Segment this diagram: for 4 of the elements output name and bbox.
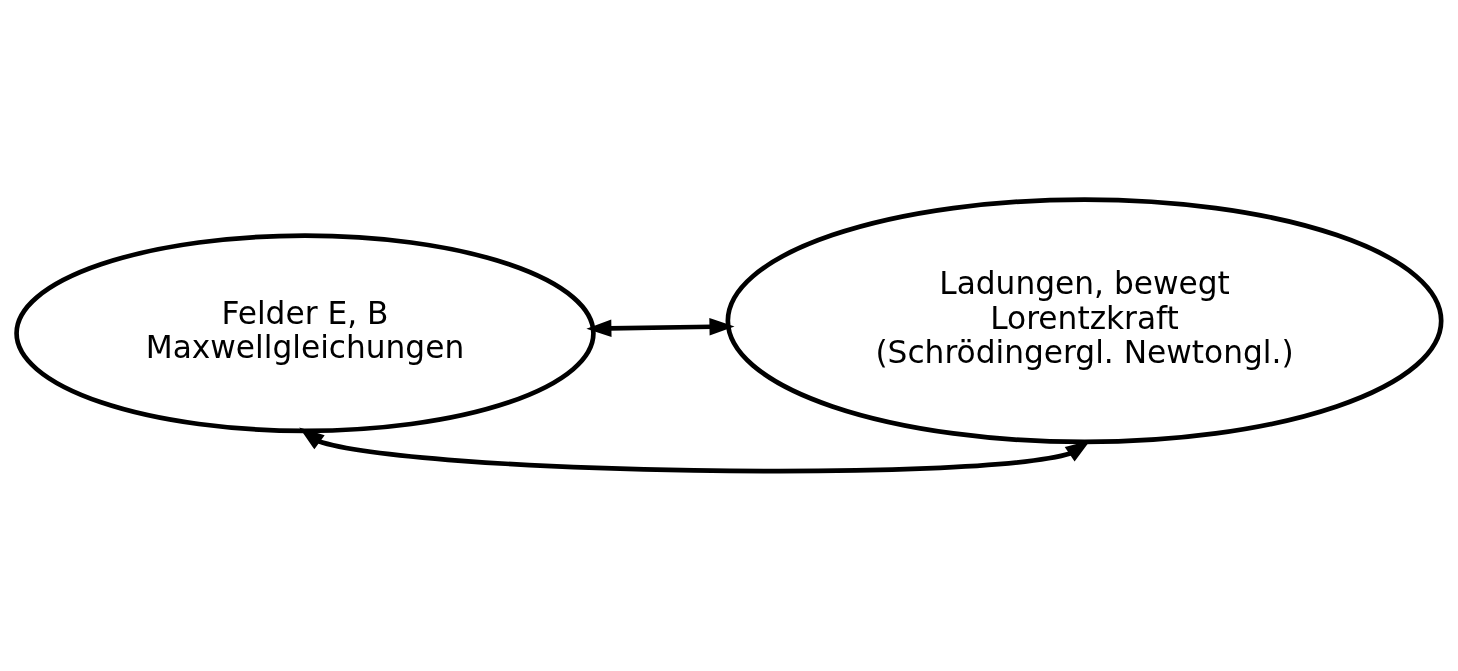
arrow [586, 318, 735, 338]
node-ellipse: Felder E, B Maxwellgleichungen [14, 233, 596, 434]
node-ellipse: Ladungen, bewegt Lorentzkraft (Schrödingergl. Newtongl.) [725, 197, 1444, 445]
arrow [299, 427, 1091, 474]
